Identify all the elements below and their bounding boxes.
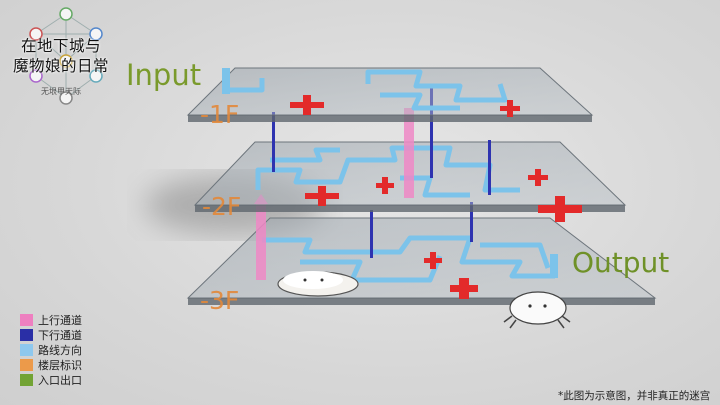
title-subtitle: 无垠甲天际 <box>41 87 81 96</box>
legend: 上行通道 下行通道 路线方向 楼层标识 入口出口 <box>20 312 82 387</box>
input-label: Input <box>126 58 202 92</box>
legend-item-io: 入口出口 <box>20 372 82 387</box>
output-label: Output <box>572 246 670 279</box>
legend-label: 路线方向 <box>38 343 82 357</box>
disclaimer-note: *此图为示意图，并非真正的迷宫 <box>558 390 711 402</box>
legend-swatch <box>20 358 33 371</box>
emblem-icon <box>29 7 103 105</box>
floor-label-2f: -2F <box>202 192 242 221</box>
mascot-blob <box>277 271 359 297</box>
mascot-crab <box>503 291 571 329</box>
title-line-2: 魔物娘的日常 <box>12 57 109 75</box>
floor-label-1f: -1F <box>200 100 240 129</box>
down-channel-1f-a <box>272 112 275 172</box>
legend-item-route: 路线方向 <box>20 342 82 357</box>
output-post <box>550 254 558 278</box>
legend-label: 楼层标识 <box>38 358 82 372</box>
floor-label-3f: -3F <box>200 286 240 315</box>
floor-1f-plate <box>186 67 594 122</box>
up-channel-3f <box>256 202 266 280</box>
legend-item-down: 下行通道 <box>20 327 82 342</box>
input-post <box>222 68 230 94</box>
legend-swatch <box>20 373 33 386</box>
legend-swatch <box>20 343 33 356</box>
down-channel-1f-c <box>488 140 491 195</box>
legend-label: 上行通道 <box>38 313 82 327</box>
down-channel-2f <box>370 210 373 258</box>
legend-label: 下行通道 <box>38 328 82 342</box>
title-line-1: 在地下城与 <box>20 37 101 55</box>
legend-swatch <box>20 328 33 341</box>
floor-1f-cross-markers <box>290 95 520 117</box>
floor-3f-cross-markers <box>424 252 478 299</box>
up-channel-2f <box>404 108 414 198</box>
floor-2f-cross-markers <box>305 169 582 222</box>
down-channel-1f-b <box>430 88 433 178</box>
legend-swatch <box>20 313 33 326</box>
legend-item-up: 上行通道 <box>20 312 82 327</box>
legend-item-floor: 楼层标识 <box>20 357 82 372</box>
floor-1f-route <box>228 69 508 111</box>
down-channel-2f-b <box>470 202 473 242</box>
legend-label: 入口出口 <box>38 373 82 387</box>
